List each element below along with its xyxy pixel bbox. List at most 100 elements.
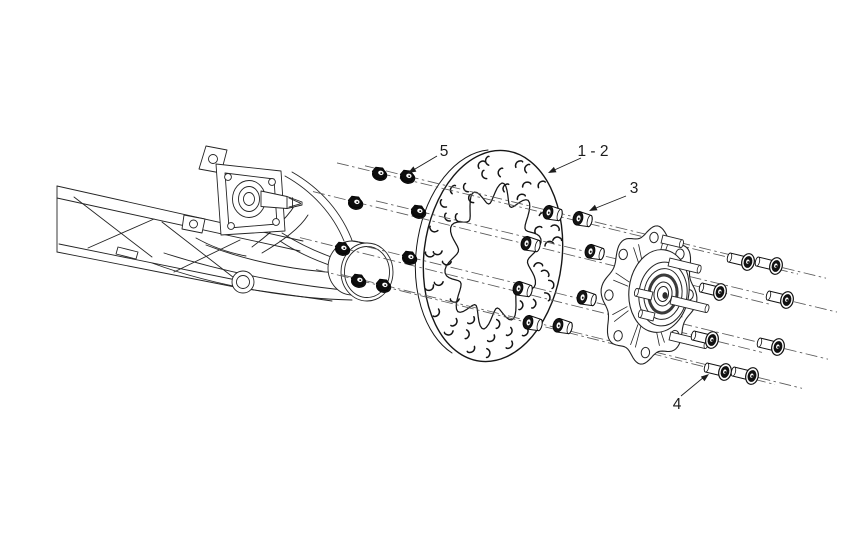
countersunk-bolt (726, 252, 755, 271)
disc-slot-mark (433, 280, 444, 287)
pinion-shaft (260, 190, 291, 209)
spacer-hole-shadow (547, 211, 550, 214)
disc-slot-mark (533, 262, 544, 268)
nut-center (356, 201, 359, 204)
disc-slot-mark (550, 224, 561, 232)
spacer-end-rim (586, 214, 593, 228)
stud-tip (634, 287, 639, 297)
spacer-hole-shadow (581, 296, 584, 299)
disc-slot-mark (518, 300, 524, 311)
axle-tube-inner-line (56, 197, 301, 252)
lower-arm-curve (195, 237, 247, 257)
disc-slot-mark (467, 315, 476, 325)
spacer-end-rim (556, 208, 563, 222)
disc-slot-mark (441, 260, 452, 266)
bolt-socket-center (786, 299, 789, 302)
bracket-hole (208, 154, 218, 164)
disc-slot-mark (497, 167, 504, 178)
spacer-bushing (522, 314, 543, 332)
flange-bolt-hole (224, 173, 232, 181)
spacer-bushing (584, 243, 605, 261)
disc-slot-mark (495, 318, 501, 330)
disc-slot-mark (466, 345, 476, 354)
arrowhead-5 (408, 166, 417, 173)
spacer-end-rim (598, 247, 605, 261)
hub-bearing-ring (653, 281, 673, 307)
countersunk-bolt (754, 256, 783, 275)
disc-slot-mark (543, 292, 551, 302)
bracket-hole (189, 219, 198, 229)
spacer-hole-shadow (527, 321, 530, 324)
bolt-shank-tip (703, 362, 710, 373)
wheel-stud (669, 295, 710, 313)
axle-tube-brace (87, 218, 155, 249)
disc-slot-mark (534, 225, 543, 234)
nut-center (343, 247, 346, 250)
disc-slot-mark (552, 236, 563, 242)
leader-line-4 (680, 376, 705, 397)
hub-flange-hole (618, 248, 628, 261)
bolt-socket-center (777, 346, 780, 349)
disc-slot-mark (484, 155, 490, 166)
callout-label-bolt: 4 (673, 396, 682, 413)
caliper-arm (284, 175, 345, 242)
disc-slot-mark (432, 250, 443, 256)
hub-rib-line (635, 325, 642, 348)
disc-slot-mark (521, 327, 529, 337)
flange-nut (399, 169, 416, 184)
nut-center (408, 175, 411, 178)
disc-slot-mark (505, 326, 513, 337)
brake-disc-drawing (414, 149, 564, 363)
disc-slot-mark (502, 183, 510, 193)
caliper-arm (281, 232, 338, 260)
callout-label-brake-disc: 1 - 2 (577, 143, 608, 160)
lower-arm-curve (151, 262, 353, 301)
flange-nut (350, 273, 367, 288)
disc-slot-mark (547, 279, 555, 290)
spline-hatch (288, 197, 301, 204)
flange-nut (410, 204, 427, 219)
arrowhead-3 (589, 204, 598, 211)
disc-slot-mark (524, 163, 531, 174)
axle-tube-brace (161, 221, 239, 282)
axle-assembly-drawing (56, 145, 394, 302)
pinion-boss-inner (238, 186, 260, 212)
nut-center (384, 284, 387, 287)
nut-center (359, 279, 362, 282)
disc-slot-mark (429, 225, 439, 233)
callout-label-nut: 5 (440, 143, 449, 160)
disc-slot-mark (424, 284, 435, 292)
spacer-bushing (572, 210, 593, 228)
flange-nut (334, 241, 351, 256)
spacer-end-rim (526, 284, 533, 298)
spacer-bushing (520, 235, 541, 253)
spacer-bushing (542, 204, 563, 222)
countersunk-bolt (756, 337, 785, 356)
spacer-hole-shadow (577, 217, 580, 220)
flange-nut (371, 166, 388, 181)
stud-tip (679, 239, 684, 248)
hub-rib-line (614, 310, 629, 322)
disc-slot-mark (516, 193, 527, 201)
spacer-hole-shadow (557, 324, 560, 327)
callout-label-spacer: 3 (630, 180, 639, 197)
spacer-bushing (512, 280, 533, 298)
disc-slot-mark (424, 251, 435, 258)
axle-tube-brace (173, 239, 241, 273)
wheel-stud (667, 257, 702, 274)
bolt-socket-center (711, 339, 714, 342)
disc-slot-mark (462, 182, 470, 193)
disc-slot-mark (485, 347, 491, 359)
bolt-shank-tip (690, 330, 697, 341)
bolt-socket-center (775, 265, 778, 268)
countersunk-bolt (765, 290, 794, 309)
disc-slot-mark (540, 269, 550, 278)
flange-bolt-hole (227, 222, 235, 230)
spacer-end-rim (536, 318, 543, 332)
wheel-stud (660, 234, 684, 249)
flange-bolt-hole (272, 218, 280, 226)
spacer-bushing (552, 317, 573, 335)
axis-centerline (312, 191, 771, 305)
disc-slot-mark (537, 180, 546, 189)
